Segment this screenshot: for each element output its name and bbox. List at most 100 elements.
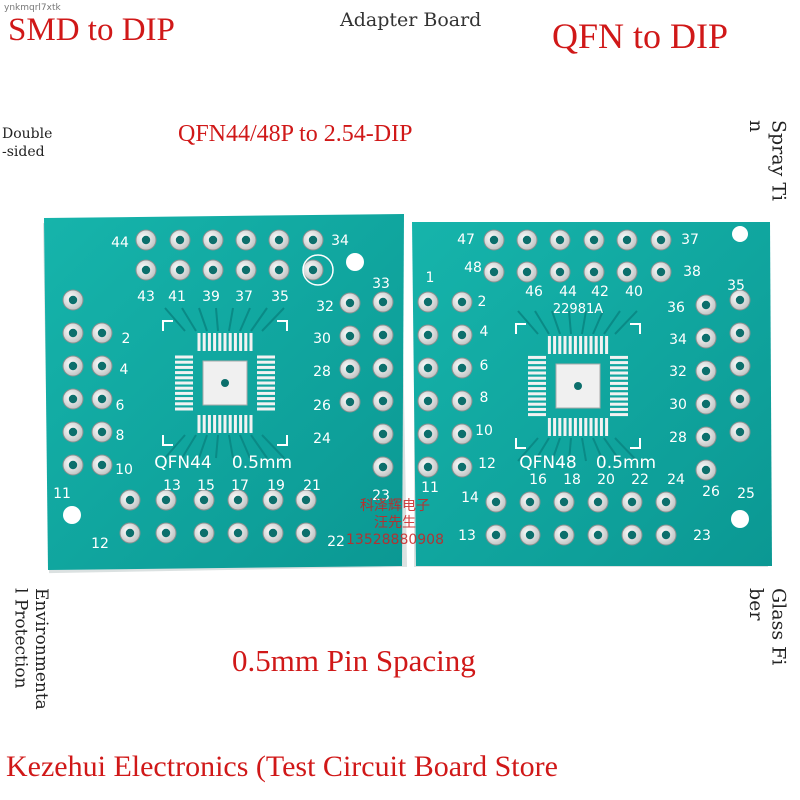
finger bbox=[610, 413, 628, 417]
trace bbox=[592, 310, 604, 335]
pin-label: 2 bbox=[478, 294, 487, 310]
pad-hole bbox=[559, 497, 569, 507]
pin-label: 23 bbox=[372, 488, 390, 504]
pad-hole bbox=[735, 361, 745, 371]
finger bbox=[228, 415, 232, 433]
pad-hole bbox=[97, 328, 107, 338]
pad-hole bbox=[491, 497, 501, 507]
finger bbox=[213, 415, 217, 433]
finger bbox=[175, 355, 193, 359]
pad-hole bbox=[345, 397, 355, 407]
pin-label: 26 bbox=[313, 398, 331, 414]
pin-label: 44 bbox=[559, 284, 577, 300]
finger bbox=[584, 418, 588, 436]
finger bbox=[584, 336, 588, 354]
title-adapter-board: Adapter Board bbox=[340, 9, 482, 31]
finger bbox=[257, 381, 275, 385]
finger bbox=[175, 376, 193, 380]
pin-label: QFN44 bbox=[154, 453, 212, 473]
finger bbox=[175, 360, 193, 364]
finger bbox=[175, 397, 193, 401]
finger bbox=[257, 386, 275, 390]
finger bbox=[175, 365, 193, 369]
finger bbox=[528, 397, 546, 401]
pin-label: 8 bbox=[480, 390, 489, 406]
finger bbox=[175, 381, 193, 385]
pad-hole bbox=[345, 298, 355, 308]
finger bbox=[610, 376, 628, 380]
finger bbox=[257, 397, 275, 401]
trace bbox=[534, 437, 550, 462]
pin-label: 37 bbox=[681, 232, 699, 248]
pad-hole bbox=[701, 399, 711, 409]
pad-hole bbox=[735, 295, 745, 305]
finger bbox=[610, 407, 628, 411]
pad-hole bbox=[701, 465, 711, 475]
pin-label: 24 bbox=[313, 431, 331, 447]
pin-label: 22981A bbox=[553, 302, 603, 317]
pin-label: 4 bbox=[120, 362, 129, 378]
pin-label: 24 bbox=[667, 472, 685, 488]
pad-hole bbox=[423, 330, 433, 340]
pin-label: 42 bbox=[591, 284, 609, 300]
pad-hole bbox=[559, 530, 569, 540]
pin-label: 11 bbox=[53, 486, 71, 502]
pad-hole bbox=[555, 267, 565, 277]
pin-label: 34 bbox=[669, 332, 687, 348]
finger bbox=[249, 333, 253, 351]
trace bbox=[551, 310, 561, 335]
finger bbox=[528, 387, 546, 391]
finger bbox=[528, 371, 546, 375]
finger bbox=[249, 415, 253, 433]
pad-hole bbox=[378, 363, 388, 373]
pad-hole bbox=[378, 429, 388, 439]
finger bbox=[175, 402, 193, 406]
finger bbox=[528, 402, 546, 406]
pad-hole bbox=[233, 528, 243, 538]
pad-hole bbox=[208, 265, 218, 275]
pad-hole bbox=[161, 528, 171, 538]
pin-label: 4 bbox=[480, 324, 489, 340]
finger bbox=[218, 415, 222, 433]
pin-label: 15 bbox=[197, 478, 215, 494]
finger bbox=[239, 415, 243, 433]
store-name: Kezehui Electronics (Test Circuit Board … bbox=[6, 750, 558, 783]
outline-corner bbox=[630, 438, 641, 449]
subtitle: QFN44/48P to 2.54-DIP bbox=[178, 121, 413, 147]
pad-hole bbox=[525, 530, 535, 540]
trace bbox=[164, 307, 186, 332]
pin-label: 40 bbox=[625, 284, 643, 300]
pin1-marker bbox=[302, 254, 334, 286]
pad-hole bbox=[423, 462, 433, 472]
title-qfn-to-dip: QFN to DIP bbox=[552, 16, 729, 56]
pad-hole bbox=[661, 497, 671, 507]
trace bbox=[614, 310, 638, 335]
trace bbox=[181, 434, 197, 459]
trace bbox=[228, 307, 234, 332]
trace bbox=[603, 437, 621, 462]
finger bbox=[573, 418, 577, 436]
finger bbox=[233, 333, 237, 351]
pad-hole bbox=[423, 429, 433, 439]
pad-hole bbox=[97, 427, 107, 437]
outline-corner bbox=[277, 320, 288, 331]
feature-environmental: Environmenta l Protection bbox=[10, 588, 51, 710]
pad-hole bbox=[199, 528, 209, 538]
pin-label: 37 bbox=[235, 289, 253, 305]
outline-corner bbox=[162, 435, 173, 446]
pad-hole bbox=[457, 363, 467, 373]
pin-label: 26 bbox=[702, 484, 720, 500]
seller-name: 科泽辉电子 bbox=[359, 498, 430, 514]
mounting-hole bbox=[63, 506, 81, 524]
finger bbox=[257, 402, 275, 406]
pad-hole bbox=[199, 495, 209, 505]
finger bbox=[594, 336, 598, 354]
finger bbox=[568, 336, 572, 354]
trace bbox=[581, 437, 587, 462]
finger bbox=[257, 355, 275, 359]
pad-hole bbox=[274, 235, 284, 245]
finger bbox=[218, 333, 222, 351]
pin-label: 0.5mm bbox=[596, 453, 656, 473]
finger bbox=[563, 336, 567, 354]
